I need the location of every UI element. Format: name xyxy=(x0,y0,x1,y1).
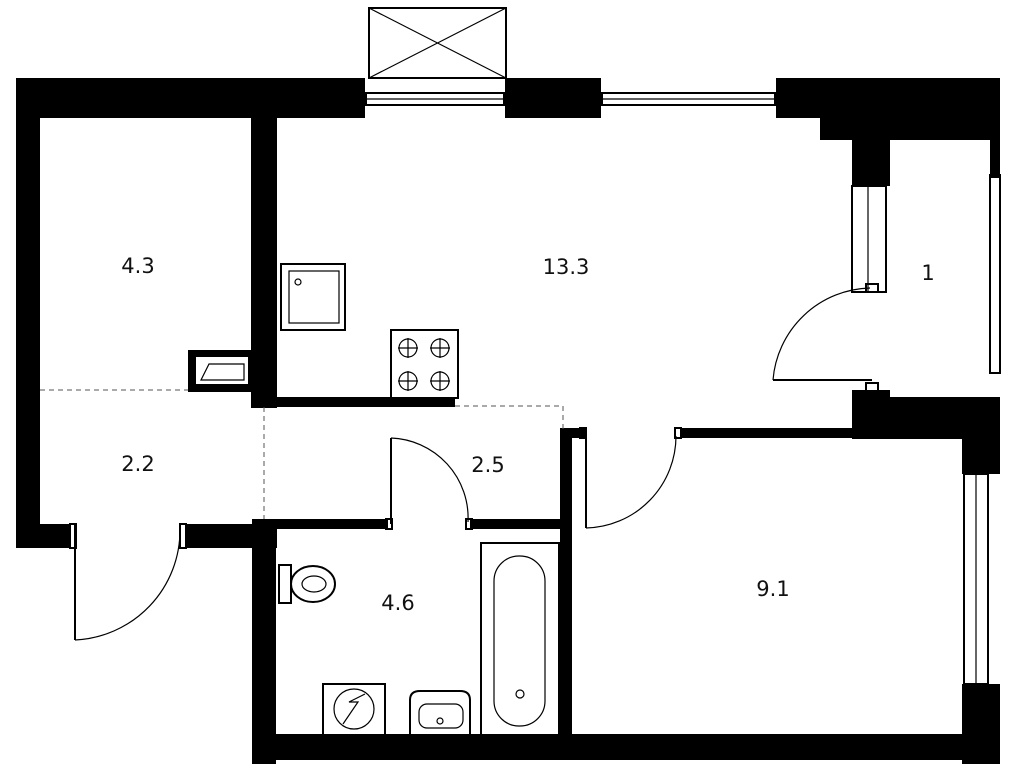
stove-icon xyxy=(390,329,459,399)
wall-bedroom-top-left xyxy=(565,428,585,438)
window-balcony-right xyxy=(989,174,1001,374)
bathroom-door-swing xyxy=(390,437,469,523)
room-area-entry-hall: 2.2 xyxy=(121,452,154,476)
wall-bottom xyxy=(252,734,1000,760)
room-area-corridor: 2.5 xyxy=(471,453,504,477)
wall-top-middle xyxy=(505,78,601,118)
room-area-bathroom: 4.6 xyxy=(381,591,414,615)
window-balcony-left xyxy=(851,185,887,293)
washing-machine-icon xyxy=(322,683,386,736)
room-area-balcony: 1 xyxy=(921,261,934,285)
kitchen-sink-icon xyxy=(280,263,346,331)
entry-door-swing xyxy=(74,529,181,641)
fixtures xyxy=(278,263,560,736)
room-area-storage: 4.3 xyxy=(121,254,154,278)
wall-bath-top-right xyxy=(470,519,568,529)
bedroom-door-swing xyxy=(585,435,677,529)
wash-basin-icon xyxy=(409,690,471,735)
wall-top-left xyxy=(16,78,365,118)
vent-grille-icon xyxy=(200,363,245,381)
balcony-unit-icon xyxy=(368,7,507,79)
wall-balcony-top xyxy=(852,118,890,186)
doors xyxy=(69,283,879,641)
balcony-door-swing xyxy=(772,287,871,381)
wall-bath-left xyxy=(252,519,276,764)
wall-entry-bottom-left xyxy=(16,524,70,548)
room-area-bedroom: 9.1 xyxy=(756,577,789,601)
zone-dividers xyxy=(40,389,564,519)
wall-bath-top-left xyxy=(252,519,388,529)
wall-kitchen-bottom xyxy=(272,397,455,407)
wall-bedroom-top xyxy=(680,428,870,438)
walls xyxy=(16,78,1000,764)
wall-left xyxy=(16,78,40,548)
wall-top-right-corner xyxy=(820,78,1000,140)
wall-bath-bedroom xyxy=(560,428,572,748)
wall-right-upper xyxy=(962,418,1000,474)
room-labels: 4.3 13.3 1 2.2 2.5 4.6 9.1 xyxy=(121,254,934,615)
bathtub-icon xyxy=(480,542,560,736)
room-area-living-kitchen: 13.3 xyxy=(543,255,590,279)
wall-balcony-right-top xyxy=(990,118,1000,178)
toilet-icon xyxy=(278,564,336,604)
